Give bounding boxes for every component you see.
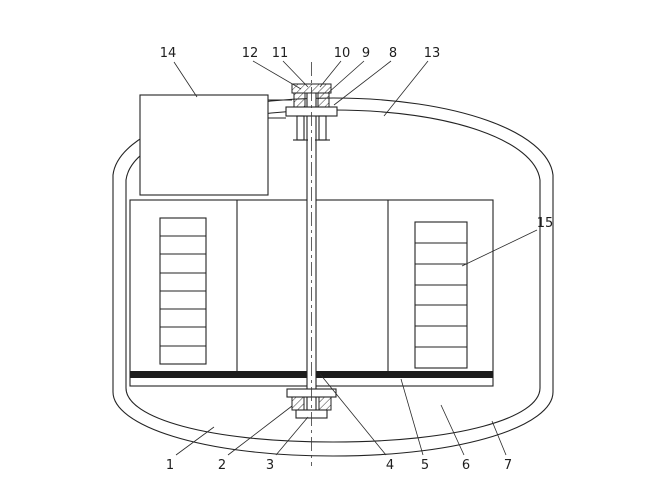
callout-label-14: 14 [160, 46, 177, 61]
callout-label-8: 8 [389, 46, 397, 61]
callout-label-6: 6 [462, 458, 470, 473]
callout-label-1: 1 [166, 458, 174, 473]
callout-labels: 14 12 11 10 9 8 13 15 1 2 3 4 5 6 7 [160, 46, 554, 473]
gland-leg-right [318, 115, 327, 141]
packing-left [293, 92, 306, 108]
slat-stack-left [159, 217, 207, 365]
packing-right [317, 92, 330, 108]
callout-label-13: 13 [424, 46, 441, 61]
slat-stack-right [414, 221, 468, 369]
callout-label-11: 11 [272, 46, 289, 61]
callout-label-9: 9 [362, 46, 370, 61]
leader-lines [173, 60, 538, 456]
agitator-shaft [306, 93, 317, 410]
callout-label-12: 12 [242, 46, 259, 61]
callout-label-15: 15 [537, 216, 554, 231]
bottom-packing-left [291, 396, 305, 411]
callout-label-5: 5 [421, 458, 429, 473]
callout-label-4: 4 [386, 458, 394, 473]
callout-label-3: 3 [266, 458, 274, 473]
callout-label-7: 7 [504, 458, 512, 473]
gland-leg-left [296, 115, 305, 141]
callout-label-2: 2 [218, 458, 226, 473]
callout-label-10: 10 [334, 46, 351, 61]
drive-housing-box [139, 94, 292, 196]
bottom-packing-right [318, 396, 332, 411]
